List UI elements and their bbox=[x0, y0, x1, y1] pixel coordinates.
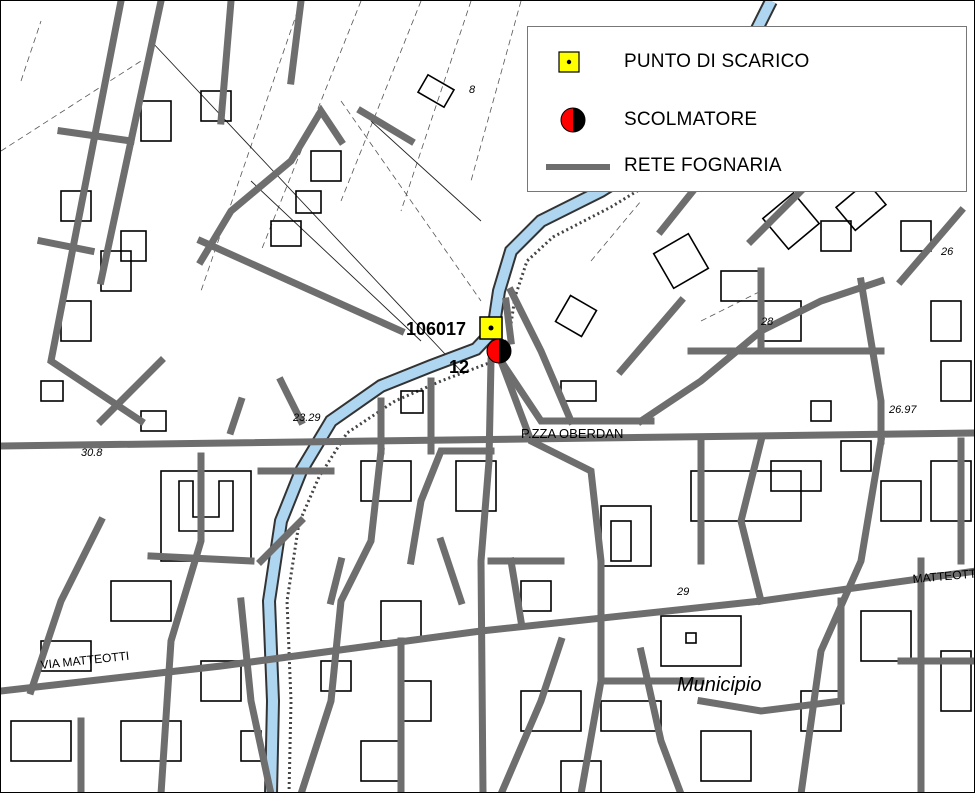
overflow-label: 12 bbox=[449, 357, 469, 377]
overflow-icon bbox=[560, 107, 586, 133]
elevation-label: 8 bbox=[469, 84, 476, 96]
landmark-label-municipio: Municipio bbox=[677, 674, 761, 696]
discharge-point-icon bbox=[558, 51, 580, 73]
legend-label: RETE FOGNARIA bbox=[624, 155, 782, 176]
sewer-line-icon bbox=[546, 164, 610, 170]
elevation-label: 29 bbox=[676, 586, 689, 598]
legend-label: SCOLMATORE bbox=[624, 109, 758, 130]
discharge-point-label: 106017 bbox=[406, 319, 466, 339]
map-legend: PUNTO DI SCARICO SCOLMATORE RETE FOGNARI… bbox=[527, 26, 967, 192]
elevation-label: 23.29 bbox=[292, 412, 321, 424]
legend-item-sewer: RETE FOGNARIA bbox=[528, 145, 966, 185]
overflow-marker[interactable] bbox=[486, 338, 512, 364]
elevation-label: 26.97 bbox=[888, 404, 917, 416]
overflow-icon bbox=[487, 339, 499, 363]
elevation-label: 30.8 bbox=[81, 447, 103, 459]
street-label-piazza: P.ZZA OBERDAN bbox=[521, 426, 623, 441]
elevation-label: 28 bbox=[760, 316, 774, 328]
buildings bbox=[10, 73, 972, 792]
legend-item-overflow: SCOLMATORE bbox=[528, 99, 966, 139]
discharge-point-marker[interactable] bbox=[479, 316, 503, 340]
street-label-matteotti-right: MATTEOTTI bbox=[912, 566, 975, 586]
legend-label: PUNTO DI SCARICO bbox=[624, 51, 810, 72]
street-label-matteotti-left: VIA MATTEOTTI bbox=[40, 649, 130, 672]
elevation-label: 26 bbox=[940, 246, 954, 258]
cadastral-lines bbox=[1, 1, 762, 322]
legend-item-discharge: PUNTO DI SCARICO bbox=[528, 41, 966, 81]
